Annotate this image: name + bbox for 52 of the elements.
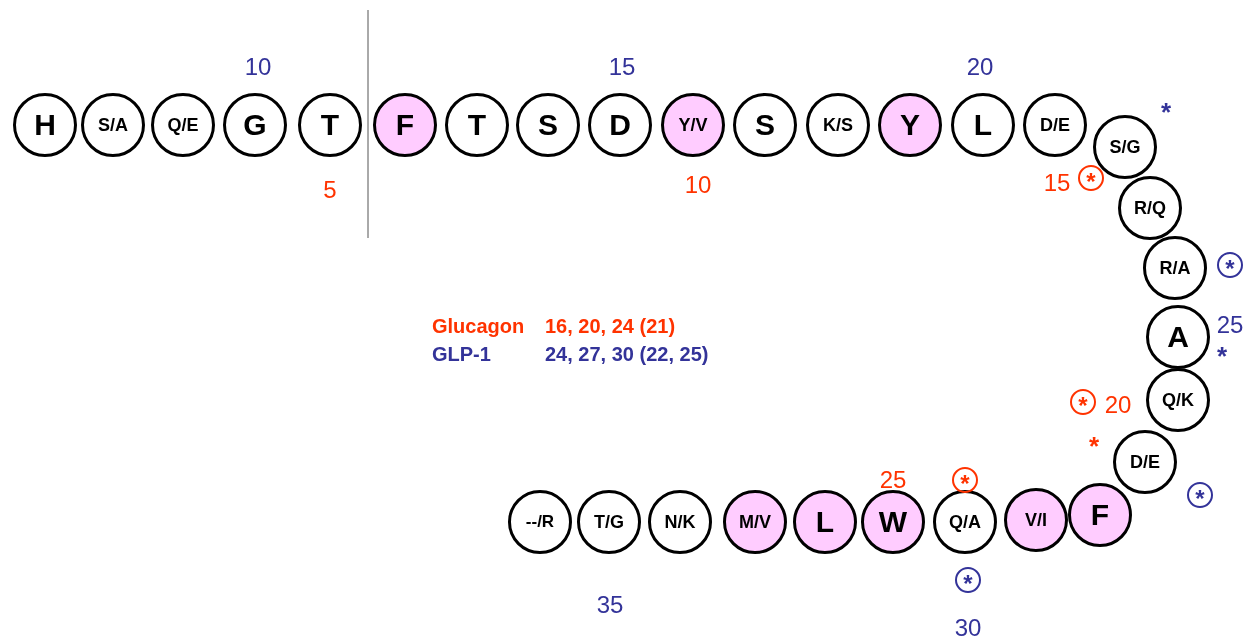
position-number: 10 bbox=[684, 171, 712, 199]
legend-text: 24, 27, 30 (22, 25) bbox=[545, 342, 709, 366]
asterisk-mark: * bbox=[1160, 96, 1172, 125]
residue-circle: R/A bbox=[1143, 236, 1207, 300]
residue-circle: T bbox=[445, 93, 509, 157]
residue-circle: M/V bbox=[723, 490, 787, 554]
residue-circle: D bbox=[588, 93, 652, 157]
position-number: 20 bbox=[966, 53, 994, 81]
position-number: 20 bbox=[1104, 391, 1132, 419]
residue-circle: Q/A bbox=[933, 490, 997, 554]
legend-text: Glucagon bbox=[432, 314, 525, 338]
residue-circle: R/Q bbox=[1118, 176, 1182, 240]
residue-circle: S bbox=[516, 93, 580, 157]
circled-asterisk: * bbox=[1187, 482, 1213, 508]
residue-circle: S bbox=[733, 93, 797, 157]
residue-circle: L bbox=[793, 490, 857, 554]
residue-circle: --/R bbox=[508, 490, 572, 554]
position-number: 35 bbox=[596, 591, 624, 619]
circled-asterisk: * bbox=[1070, 389, 1096, 415]
position-number: 10 bbox=[244, 53, 272, 81]
residue-circle: S/A bbox=[81, 93, 145, 157]
legend-text: 16, 20, 24 (21) bbox=[545, 314, 676, 338]
asterisk-mark: * bbox=[1088, 430, 1100, 459]
residue-circle: Q/K bbox=[1146, 368, 1210, 432]
residue-circle: Y bbox=[878, 93, 942, 157]
residue-circle: N/K bbox=[648, 490, 712, 554]
position-number: 25 bbox=[1216, 311, 1244, 339]
position-number: 5 bbox=[323, 176, 337, 204]
circled-asterisk: * bbox=[952, 467, 978, 493]
residue-circle: W bbox=[861, 490, 925, 554]
position-number: 30 bbox=[954, 614, 982, 641]
circled-asterisk: * bbox=[1078, 165, 1104, 191]
legend-text: GLP-1 bbox=[432, 342, 491, 366]
asterisk-mark: * bbox=[1216, 340, 1228, 369]
residue-circle: G bbox=[223, 93, 287, 157]
residue-circle: H bbox=[13, 93, 77, 157]
circled-asterisk: * bbox=[1217, 252, 1243, 278]
residue-circle: D/E bbox=[1023, 93, 1087, 157]
residue-circle: T/G bbox=[577, 490, 641, 554]
residue-circle: F bbox=[1068, 483, 1132, 547]
residue-circle: V/I bbox=[1004, 488, 1068, 552]
residue-circle: A bbox=[1146, 305, 1210, 369]
position-number: 15 bbox=[1043, 169, 1071, 197]
residue-circle: Y/V bbox=[661, 93, 725, 157]
residue-circle: F bbox=[373, 93, 437, 157]
residue-circle: L bbox=[951, 93, 1015, 157]
residue-circle: Q/E bbox=[151, 93, 215, 157]
residue-circle: K/S bbox=[806, 93, 870, 157]
position-number: 15 bbox=[608, 53, 636, 81]
residue-circle: D/E bbox=[1113, 430, 1177, 494]
circled-asterisk: * bbox=[955, 567, 981, 593]
residue-circle: T bbox=[298, 93, 362, 157]
